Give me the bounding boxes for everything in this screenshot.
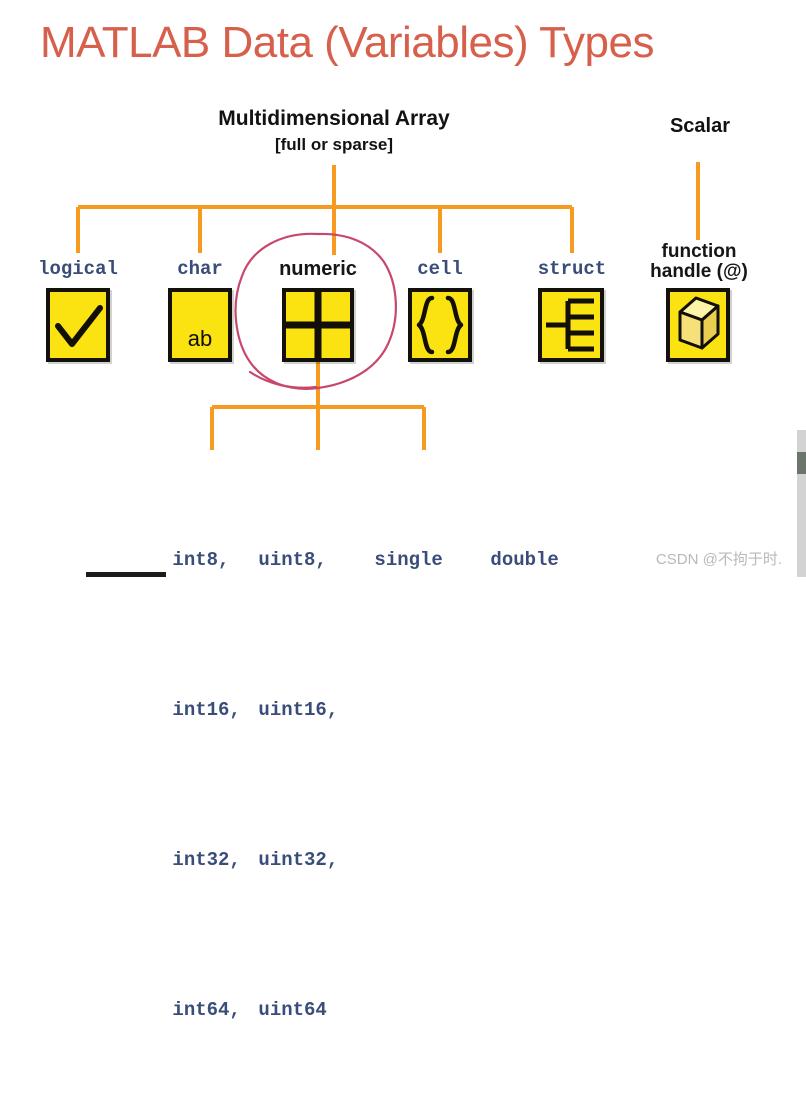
- type-label-logical: logical: [38, 258, 118, 280]
- icon-box-logical: [46, 288, 110, 362]
- icon-box-char: ab: [168, 288, 232, 362]
- icon-box-numeric: [282, 288, 354, 362]
- numeric-types-list: int8, uint8, single double int16, uint16, in…: [104, 455, 559, 1115]
- struct-tree-icon: [546, 298, 594, 352]
- list-item: int32, uint32,: [104, 815, 559, 905]
- icon-box-struct: [538, 288, 604, 362]
- numeric-type: double: [490, 549, 559, 571]
- ab-text-icon: ab: [187, 326, 213, 351]
- scalar-node-label: Scalar: [669, 115, 731, 137]
- checkmark-icon: [55, 305, 103, 347]
- list-item: int64, uint64: [104, 965, 559, 1055]
- type-label-function-handle: function handle (@): [634, 242, 764, 282]
- numeric-type: uint16,: [258, 699, 339, 721]
- root-node-sublabel: [full or sparse]: [274, 135, 394, 154]
- root-node-label: Multidimensional Array: [218, 107, 450, 130]
- cube-3d-icon: [678, 296, 720, 350]
- numeric-type: int32,: [172, 849, 241, 871]
- numeric-type: uint64: [258, 999, 327, 1021]
- icon-box-function-handle: [666, 288, 730, 362]
- type-label-cell: cell: [417, 258, 463, 280]
- type-label-numeric: numeric: [279, 258, 357, 280]
- type-label-char: char: [177, 258, 223, 280]
- icon-box-cell: [408, 288, 472, 362]
- curly-braces-icon: [416, 295, 464, 355]
- numeric-type: uint8,: [258, 549, 327, 571]
- list-item: int16, uint16,: [104, 665, 559, 755]
- type-label-struct: struct: [537, 258, 607, 280]
- vertical-scrollbar-track[interactable]: [797, 430, 806, 577]
- function-handle-line1: function: [661, 241, 737, 262]
- csdn-watermark: CSDN @不拘于时.: [655, 551, 782, 568]
- function-handle-line2: handle (@): [650, 260, 748, 282]
- numeric-type: int64,: [172, 999, 241, 1021]
- numeric-type: int8,: [172, 549, 230, 571]
- page-title: MATLAB Data (Variables) Types: [40, 18, 654, 67]
- numeric-type: uint32,: [258, 849, 339, 871]
- slide-canvas: MATLAB Data (Variables) Types Multidimen…: [38, 18, 806, 1021]
- video-progress-bar[interactable]: [86, 572, 166, 577]
- grid-2x2-icon: [286, 292, 350, 358]
- numeric-type: int16,: [172, 699, 241, 721]
- vertical-scrollbar-thumb[interactable]: [797, 452, 806, 474]
- numeric-type: single: [374, 549, 443, 571]
- list-item: int8, uint8, single double: [104, 515, 559, 605]
